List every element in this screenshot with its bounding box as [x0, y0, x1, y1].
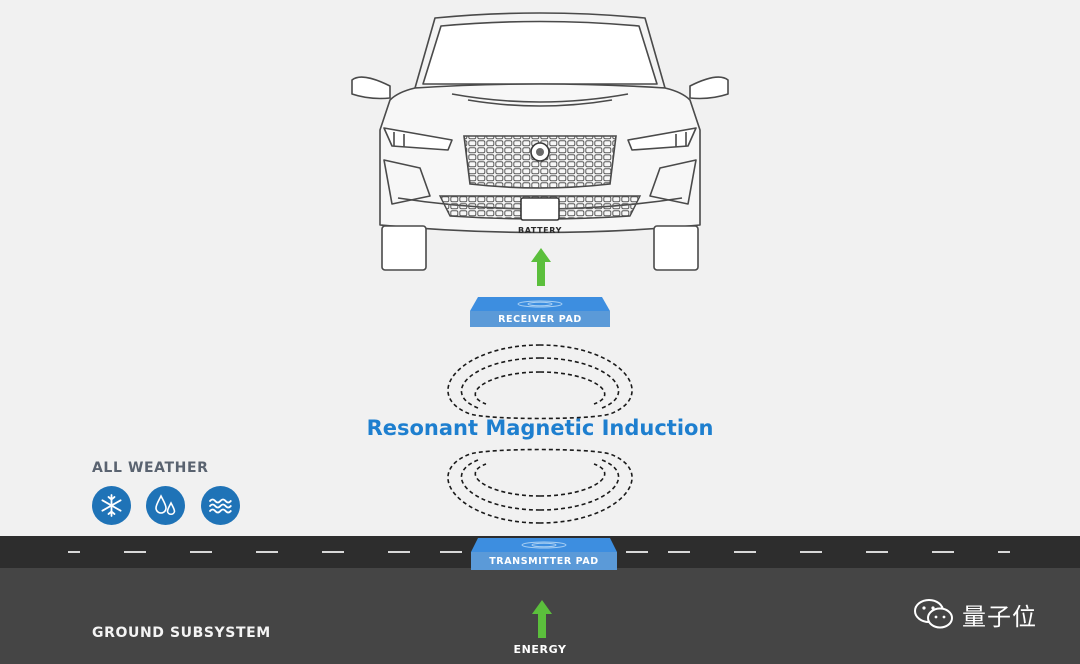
arrow-up-icon	[531, 248, 551, 286]
ground-subsystem-label: GROUND SUBSYSTEM	[92, 625, 271, 641]
receiver-pad	[470, 297, 610, 327]
snowflake-icon	[92, 486, 131, 525]
all-weather-label: ALL WEATHER	[92, 460, 209, 476]
watermark-text: 量子位	[962, 602, 1037, 631]
magnetic-field-lines	[447, 344, 633, 524]
arrow-up-icon	[532, 600, 552, 638]
energy-label: ENERGY	[513, 643, 567, 656]
watermark: 量子位	[912, 594, 1037, 634]
license-plate	[520, 197, 560, 221]
battery-label: BATTERY	[518, 226, 562, 235]
water-waves-icon	[201, 486, 240, 525]
wechat-icon	[914, 599, 953, 629]
receiver-pad-label: RECEIVER PAD	[498, 314, 582, 325]
transmitter-pad	[471, 538, 617, 570]
car-grille	[463, 135, 617, 189]
transmitter-pad-label: TRANSMITTER PAD	[489, 556, 599, 567]
raindrops-icon	[146, 486, 185, 525]
diagram-title: Resonant Magnetic Induction	[366, 416, 714, 440]
